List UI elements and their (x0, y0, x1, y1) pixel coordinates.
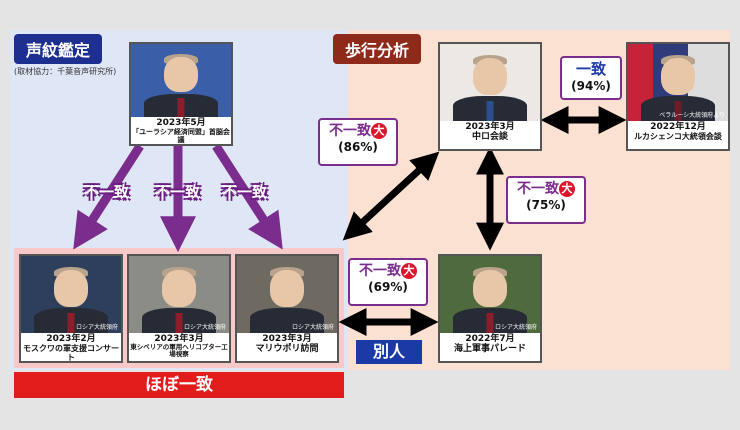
arrow-p1-p6 (212, 143, 283, 250)
big-badge: 大 (559, 181, 575, 197)
photo-date: 2022年12月 (650, 121, 706, 132)
photo-watermark: ロシア大統領府 (494, 323, 537, 331)
photo-caption: 東シベリアの軍用ヘリコプター工場視察 (130, 342, 228, 359)
mismatch-label: 不一致 (359, 263, 401, 279)
photo-watermark: ベラルーシ大統領府より (659, 111, 725, 119)
mismatch-86-box: 不一致大 (86%) (318, 118, 398, 166)
mismatch-label-p5: 不一致 (155, 183, 201, 201)
photo-date: 2023年3月 (154, 333, 204, 344)
mismatch-75-box: 不一致大 (75%) (506, 176, 586, 224)
photo-caption: 中ロ会談 (471, 131, 508, 142)
arrow-p2-p6 (342, 151, 440, 241)
mismatch-69-box: 不一致大 (69%) (348, 258, 428, 306)
mismatch-percent: (86%) (338, 140, 378, 154)
photo-date: 2023年3月 (262, 333, 312, 344)
photo-watermark: ロシア大統領府 (291, 323, 334, 331)
source-credit: (取材協力：千葉音声研究所) (14, 67, 117, 76)
photo-image (440, 44, 540, 121)
voiceprint-header: 声紋鑑定 (14, 34, 103, 64)
photo-moscow-concert: ロシア大統領府 2023年2月モスクワの軍支援コンサート (19, 254, 123, 363)
photo-eurasian-summit: 2023年5月「ユーラシア経済同盟」首脳会議 (129, 42, 233, 146)
photo-caption: モスクワの軍支援コンサート (23, 343, 119, 363)
photo-date: 2023年2月 (46, 333, 96, 344)
photo-caption: 海上軍事パレード (453, 343, 526, 354)
match-percent: (94%) (571, 79, 611, 93)
mismatch-label-p4: 不一致 (84, 183, 130, 201)
photo-image: ベラルーシ大統領府より (628, 44, 728, 121)
mismatch-label: 不一致 (329, 123, 371, 139)
mismatch-label: 不一致 (517, 181, 559, 197)
photo-date: 2023年5月 (156, 118, 206, 128)
photo-lukashenko-talks: ベラルーシ大統領府より 2022年12月ルカシェンコ大統領会談 (626, 42, 730, 151)
photo-caption: ルカシェンコ大統領会談 (634, 131, 722, 141)
photo-image: ロシア大統領府 (129, 256, 229, 333)
photo-helicopter-factory: ロシア大統領府 2023年3月東シベリアの軍用ヘリコプター工場視察 (127, 254, 231, 363)
photo-caption: 「ユーラシア経済同盟」首脳会議 (132, 128, 230, 145)
mismatch-label-p6: 不一致 (222, 183, 268, 201)
photo-watermark: ロシア大統領府 (183, 323, 226, 331)
photo-watermark: ロシア大統領府 (75, 323, 118, 331)
big-badge: 大 (401, 263, 417, 279)
photo-mariupol-visit: ロシア大統領府 2023年3月マリウポリ訪問 (235, 254, 339, 363)
photo-china-russia-talks: 2023年3月中ロ会談 (438, 42, 542, 151)
photo-date: 2022年7月 (465, 333, 515, 344)
different-person-label: 別人 (356, 340, 422, 364)
mostly-match-banner: ほぼ一致 (14, 372, 344, 398)
photo-image: ロシア大統領府 (440, 256, 540, 333)
photo-image: ロシア大統領府 (237, 256, 337, 333)
photo-date: 2023年3月 (465, 121, 515, 132)
match-label: 一致 (575, 60, 606, 78)
photo-image: ロシア大統領府 (21, 256, 121, 333)
photo-naval-parade: ロシア大統領府 2022年7月海上軍事パレード (438, 254, 542, 363)
photo-image (131, 44, 231, 117)
mismatch-percent: (75%) (526, 198, 566, 212)
big-badge: 大 (371, 123, 387, 139)
photo-caption: マリウポリ訪問 (255, 343, 319, 354)
arrow-p1-p4 (73, 143, 144, 250)
gait-header: 歩行分析 (333, 34, 422, 64)
mismatch-percent: (69%) (368, 280, 408, 294)
match-94-box: 一致 (94%) (560, 56, 622, 100)
